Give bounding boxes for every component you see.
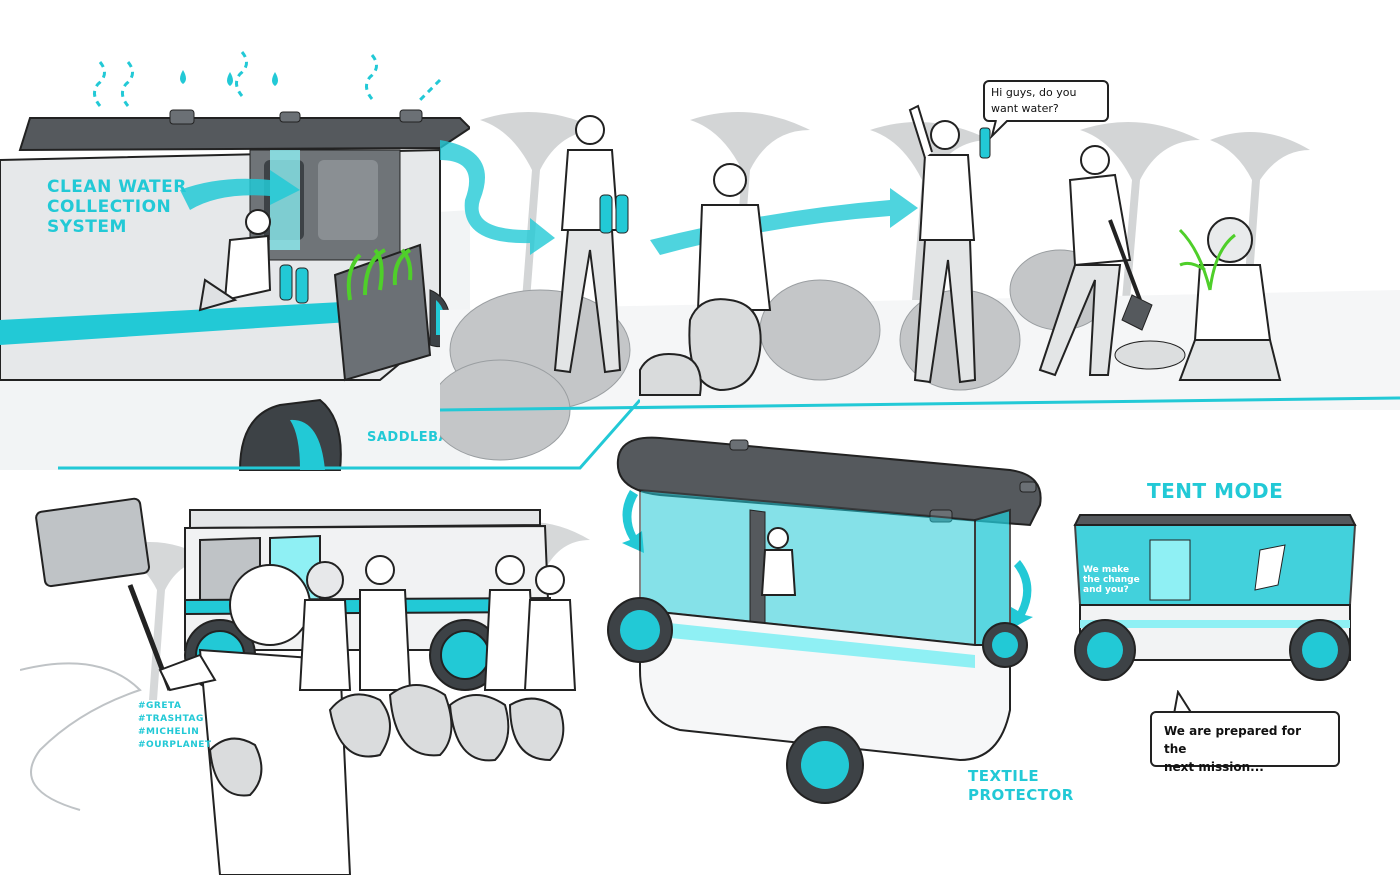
flow-arrow-2 [650,188,918,255]
hashtag-greta: #GRETA [138,701,182,711]
kneeling-person [198,209,272,312]
speech-bubble-water: Hi guys, do you want water? [983,80,1109,122]
phone [35,497,150,588]
tent-print-text: We make the change and you? [1083,565,1140,595]
selfie-person [158,564,352,875]
speech-bubble-water-tail [990,120,1009,140]
trash-bags [208,684,565,797]
flow-arrow-1 [440,140,555,255]
hashtag-ourplanet: #OURPLANET [138,740,212,750]
speech-bubble-prepared: We are prepared for the next mission... [1150,711,1340,774]
group-people [298,555,577,691]
volunteers-scene-illustration [440,104,1400,461]
clean-water-line-1: CLEAN WATER [47,177,187,197]
rain-drops [180,70,278,86]
plants [346,248,413,301]
rotate-arrow-left [622,490,644,553]
clean-water-line-2: COLLECTION [47,197,172,217]
tent-mode-title: TENT MODE [1147,479,1284,503]
panel-separator [440,399,640,470]
speech-prepared-line-2: next mission... [1164,760,1264,774]
wheels [607,597,1028,804]
saddlebag-label: SADDLEBAG [367,430,461,445]
hashtags-list: #GRETA #TRASHTAG #MICHELIN #OURPLANET [138,700,212,752]
tent-print-line-2: the change [1083,575,1140,585]
textile-protector-line-2: PROTECTOR [968,786,1074,804]
textile-protector-line-1: TEXTILE [968,767,1040,785]
volunteer-with-bottles [553,115,622,374]
speech-water-line-2: want water? [991,102,1059,115]
textile-protector-label: TEXTILE PROTECTOR [968,767,1074,805]
selfie-group-illustration [20,497,590,875]
water-collection-illustration [0,51,470,471]
tent-mode-illustration [1073,514,1357,681]
vehicle-roof [18,117,470,152]
rain-arrows [93,51,442,107]
hashtag-michelin: #MICHELIN [138,727,200,737]
saddlebag-box [333,243,432,382]
speech-bubble-prepared-tail [1173,690,1193,714]
clean-water-line-3: SYSTEM [47,217,127,237]
speech-prepared-line-1: We are prepared for the [1164,724,1301,756]
sapling [1178,228,1236,291]
speech-water-line-1: Hi guys, do you [991,86,1077,99]
tent-print-line-1: We make [1083,565,1130,575]
volunteer-collecting-trash [696,163,772,311]
volunteer-waving [908,104,977,384]
tent-print-line-3: and you? [1083,585,1129,595]
child-in-doorway [760,527,797,596]
hashtag-trashtag: #TRASHTAG [138,714,204,724]
clean-water-label: CLEAN WATER COLLECTION SYSTEM [47,177,187,237]
volunteer-digging [1038,145,1132,377]
textile-protector-illustration [607,436,1042,804]
rotate-arrow-right [1011,560,1033,629]
volunteer-planting [1178,217,1282,381]
